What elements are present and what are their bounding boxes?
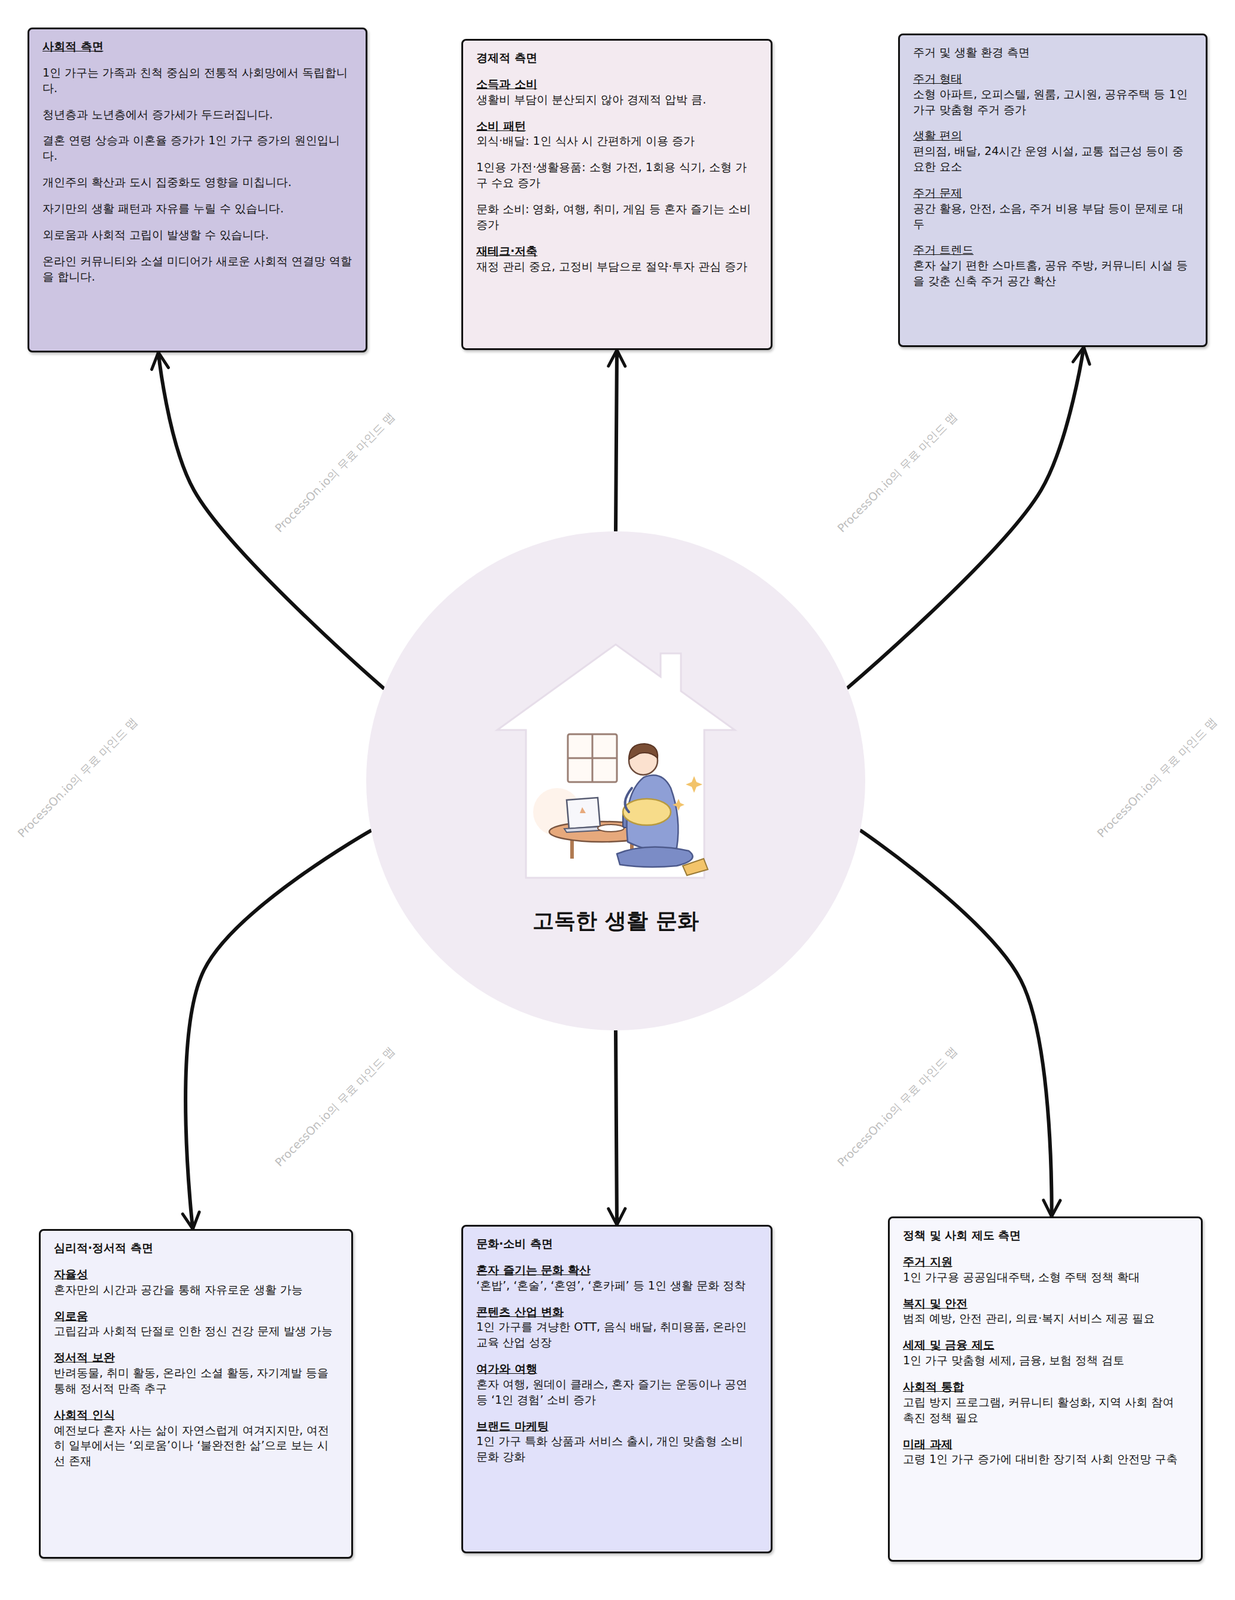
sub-heading: 자율성: [53, 1266, 339, 1283]
box-heading: 심리적·정서적 측면: [53, 1240, 339, 1256]
sub-heading: 세제 및 금융 제도: [902, 1337, 1188, 1353]
watermark-text: ProcessOn.io의 무료 마인드 맵: [834, 1043, 961, 1171]
connector-arrow: [615, 350, 617, 531]
sub-heading: 주거 문제: [913, 185, 1193, 202]
sub-heading: 사회적 통합: [902, 1379, 1188, 1395]
box-heading: 경제적 측면: [476, 50, 758, 66]
topic-box: 주거 및 생활 환경 측면주거 형태소형 아파트, 오피스텔, 원룸, 고시원,…: [898, 33, 1208, 348]
body-text: 혼자 여행, 원데이 클래스, 혼자 즐기는 운동이나 공연 등 ‘1인 경험’…: [476, 1376, 758, 1408]
body-text: 고립 방지 프로그램, 커뮤니티 활성화, 지역 사회 참여 촉진 정책 필요: [902, 1394, 1188, 1426]
watermark-text: ProcessOn.io의 무료 마인드 맵: [271, 1043, 399, 1171]
topic-box: 정책 및 사회 제도 측면주거 지원1인 가구용 공공임대주택, 소형 주택 정…: [887, 1216, 1203, 1562]
body-text: 온라인 커뮤니티와 소셜 미디어가 새로운 사회적 연결망 역할을 합니다.: [42, 253, 353, 285]
body-text: 1인 가구 맞춤형 세제, 금융, 보험 정책 검토: [902, 1352, 1188, 1369]
body-text: ‘혼밥’, ‘혼술’, ‘혼영’, ‘혼카페’ 등 1인 생활 문화 정착: [476, 1278, 758, 1294]
watermark-text: ProcessOn.io의 무료 마인드 맵: [1093, 714, 1221, 842]
sub-heading: 미래 과제: [902, 1436, 1188, 1453]
sub-heading: 소득과 소비: [476, 76, 758, 93]
watermark-text: ProcessOn.io의 무료 마인드 맵: [14, 714, 142, 842]
sub-heading: 주거 지원: [902, 1254, 1188, 1270]
body-text: 예전보다 혼자 사는 삶이 자연스럽게 여겨지지만, 여전히 일부에서는 ‘외로…: [53, 1422, 339, 1469]
topic-box: 심리적·정서적 측면자율성혼자만의 시간과 공간을 통해 자유로운 생활 가능외…: [38, 1229, 354, 1559]
body-text: 재정 관리 중요, 고정비 부담으로 절약·투자 관심 증가: [476, 259, 758, 275]
body-text: 반려동물, 취미 활동, 온라인 소셜 활동, 자기계발 등을 통해 정서적 만…: [53, 1365, 339, 1397]
sub-heading: 생활 편의: [913, 128, 1193, 144]
box-heading: 정책 및 사회 제도 측면: [902, 1227, 1188, 1244]
circle-outline: [365, 530, 866, 1031]
center-title: 고독한 생활 문화: [532, 906, 699, 936]
body-text: 개인주의 확산과 도시 집중화도 영향을 미칩니다.: [42, 174, 353, 191]
house-illustration: [497, 644, 735, 878]
body-text: 1인 가구를 겨냥한 OTT, 음식 배달, 취미용품, 온라인 교육 산업 성…: [476, 1319, 758, 1351]
body-text: 청년층과 노년층에서 증가세가 두드러집니다.: [42, 107, 353, 123]
body-text: 혼자 살기 편한 스마트홈, 공유 주방, 커뮤니티 시설 등을 갖춘 신축 주…: [913, 257, 1193, 290]
body-text: 생활비 부담이 분산되지 않아 경제적 압박 큼.: [476, 92, 758, 108]
connector-arrow: [847, 347, 1084, 688]
topic-box: 경제적 측면소득과 소비생활비 부담이 분산되지 않아 경제적 압박 큼. 소비 …: [461, 38, 773, 351]
connector-arrow: [861, 830, 1052, 1217]
watermark-text: ProcessOn.io의 무료 마인드 맵: [271, 409, 399, 537]
body-text: 고립감과 사회적 단절로 인한 정신 건강 문제 발생 가능: [53, 1323, 339, 1340]
body-text: 범죄 예방, 안전 관리, 의료·복지 서비스 제공 필요: [902, 1310, 1188, 1327]
topic-box: 문화·소비 측면혼자 즐기는 문화 확산‘혼밥’, ‘혼술’, ‘혼영’, ‘혼…: [461, 1224, 773, 1554]
sub-heading: 정서적 보완: [53, 1349, 339, 1366]
sub-heading: 소비 패턴: [476, 118, 758, 135]
sub-heading: 복지 및 안전: [902, 1296, 1188, 1312]
sub-heading: 주거 형태: [913, 71, 1193, 87]
body-text: 1인 가구는 가족과 친척 중심의 전통적 사회망에서 독립합니다.: [42, 65, 353, 97]
body-text: 1인 가구용 공공임대주택, 소형 주택 정책 확대: [902, 1269, 1188, 1286]
sub-heading: 콘텐츠 산업 변화: [476, 1304, 758, 1320]
body-text: 문화 소비: 영화, 여행, 취미, 게임 등 혼자 즐기는 소비 증가: [476, 201, 758, 233]
body-text: 외로움과 사회적 고립이 발생할 수 있습니다.: [42, 227, 353, 243]
circle-fill: [366, 531, 866, 1031]
body-text: 고령 1인 가구 증가에 대비한 장기적 사회 안전망 구축: [902, 1451, 1188, 1468]
body-text: 소형 아파트, 오피스텔, 원룸, 고시원, 공유주택 등 1인 가구 맞춤형 …: [913, 86, 1193, 118]
topic-box: 사회적 측면 1인 가구는 가족과 친척 중심의 전통적 사회망에서 독립합니다.…: [27, 27, 368, 353]
watermark-text: ProcessOn.io의 무료 마인드 맵: [834, 409, 961, 537]
sub-heading: 혼자 즐기는 문화 확산: [476, 1262, 758, 1279]
sub-heading: 외로움: [53, 1308, 339, 1325]
sub-heading: 브랜드 마케팅: [476, 1418, 758, 1435]
sub-heading: 사회적 인식: [53, 1407, 339, 1423]
connector-group: [158, 347, 1085, 1230]
connector-arrow: [185, 830, 371, 1230]
center-circle: 고독한 생활 문화: [365, 530, 866, 1031]
body-text: 1인 가구 특화 상품과 서비스 출시, 개인 맞춤형 소비 문화 강화: [476, 1433, 758, 1465]
sub-heading: 주거 트렌드: [913, 242, 1193, 258]
box-heading: 사회적 측면: [42, 38, 353, 55]
box-heading: 주거 및 생활 환경 측면: [913, 44, 1193, 61]
box-heading: 문화·소비 측면: [476, 1236, 758, 1252]
body-text: 1인용 가전·생활용품: 소형 가전, 1회용 식기, 소형 가구 수요 증가: [476, 159, 758, 191]
sub-heading: 여가와 여행: [476, 1361, 758, 1377]
body-text: 공간 활용, 안전, 소음, 주거 비용 부담 등이 문제로 대두: [913, 201, 1193, 233]
body-text: 자기만의 생활 패턴과 자유를 누릴 수 있습니다.: [42, 201, 353, 217]
body-text: 편의점, 배달, 24시간 운영 시설, 교통 접근성 등이 중요한 요소: [913, 143, 1193, 175]
connector-arrow: [158, 352, 384, 689]
body-text: 외식·배달: 1인 식사 시 간편하게 이용 증가: [476, 133, 758, 149]
body-text: 결혼 연령 상승과 이혼율 증가가 1인 가구 증가의 원인입니다.: [42, 132, 353, 164]
body-text: 혼자만의 시간과 공간을 통해 자유로운 생활 가능: [53, 1282, 339, 1298]
sub-heading: 재테크·저축: [476, 243, 758, 260]
connector-arrow: [615, 1030, 617, 1225]
